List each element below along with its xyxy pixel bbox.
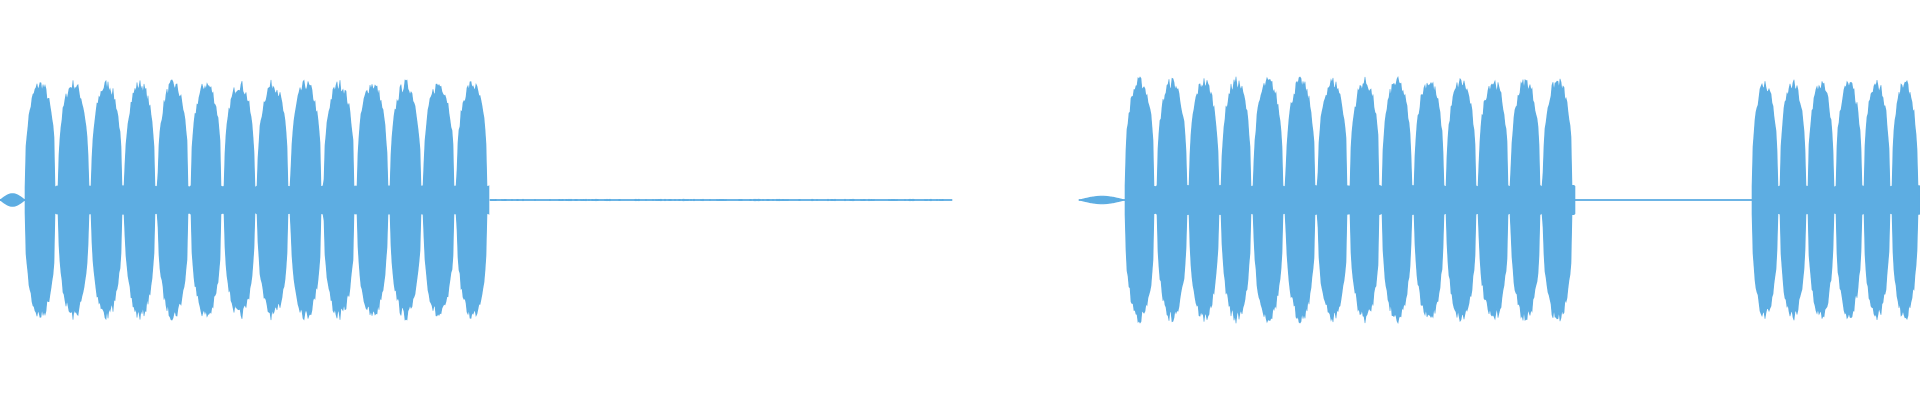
waveform-segment-silence [1574,199,1753,201]
waveform-segment-blip [0,193,26,207]
waveform-segment-blip [1078,195,1126,205]
waveform-segment-bursts [1124,75,1576,325]
waveform-segment-silence [489,198,953,202]
waveform-segment-bursts [24,79,490,321]
waveform-segments [0,75,1920,325]
waveform-segment-bursts [1751,79,1920,321]
